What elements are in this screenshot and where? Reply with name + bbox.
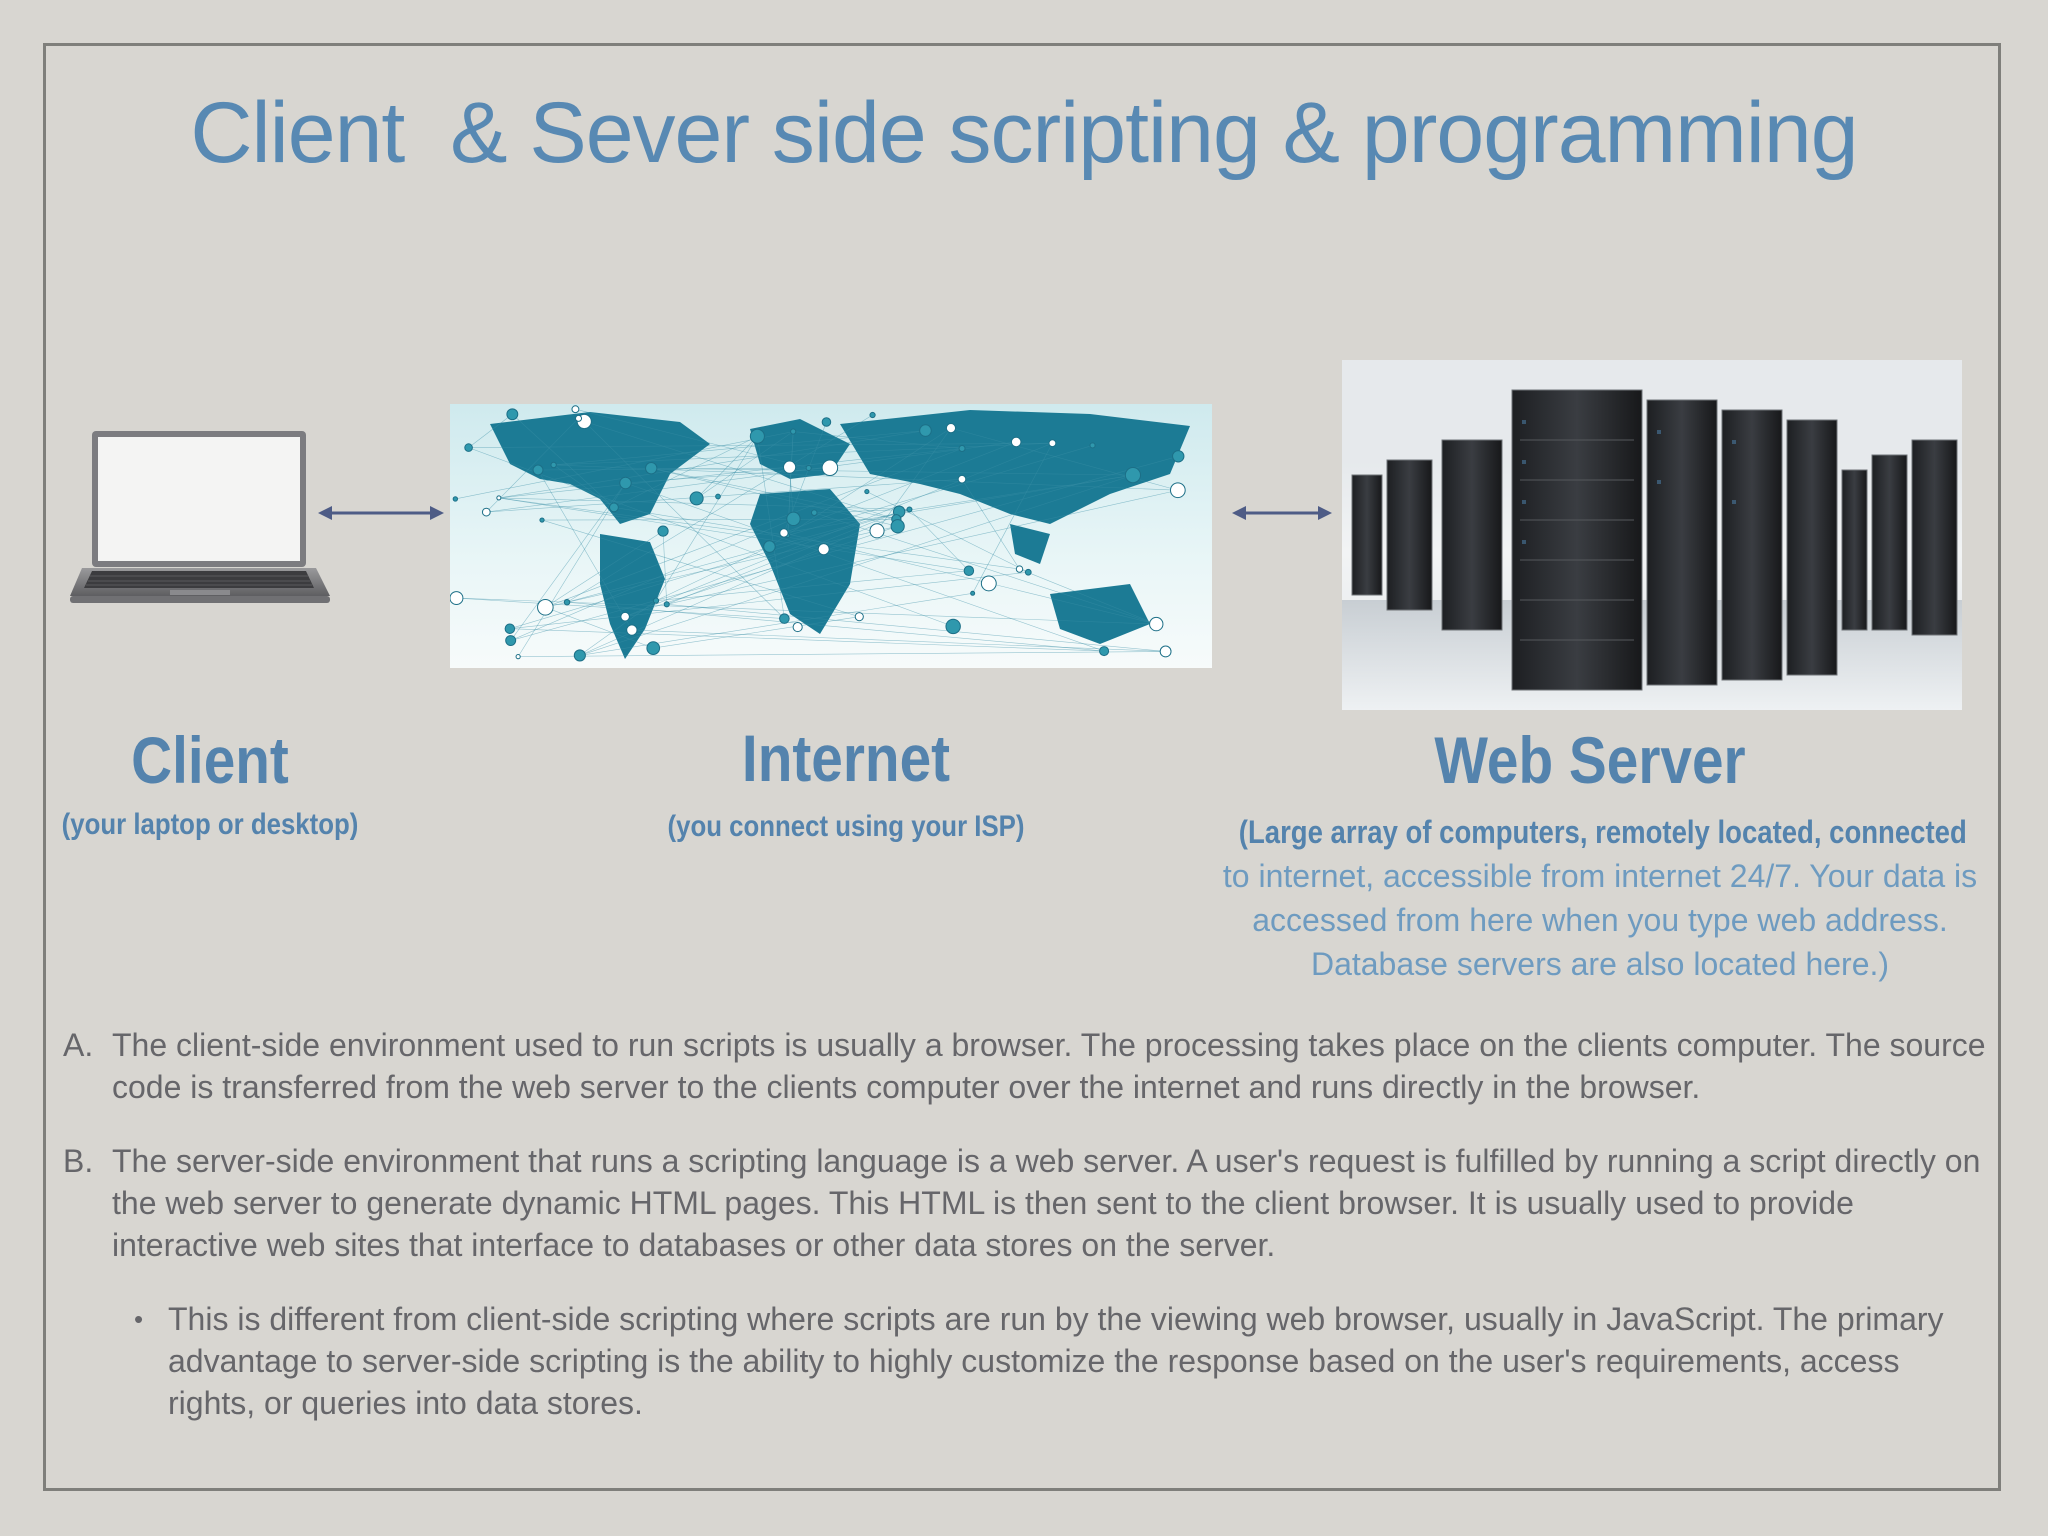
list-item: A. The client-side environment used to r… [60, 1024, 1990, 1108]
network-node [465, 444, 473, 452]
network-node [783, 461, 795, 473]
internet-heading: Internet [674, 720, 1018, 796]
network-node [564, 599, 569, 604]
client-internet-arrow [318, 503, 444, 523]
network-node [610, 503, 619, 512]
network-node [574, 650, 585, 661]
network-node [1011, 437, 1021, 447]
network-node [822, 460, 838, 476]
network-node [1125, 468, 1140, 483]
network-node [981, 576, 996, 591]
list-item-text: The server-side environment that runs a … [112, 1143, 1980, 1263]
network-node [946, 619, 960, 633]
network-node [1100, 647, 1109, 656]
network-node [647, 642, 660, 655]
network-node [507, 409, 518, 420]
network-node [653, 598, 658, 603]
network-node [958, 475, 966, 483]
slide-title: Client & Sever side scripting & programm… [0, 84, 2048, 183]
network-link [909, 509, 968, 570]
network-node [1049, 440, 1056, 447]
network-node [964, 566, 974, 576]
network-node [516, 655, 520, 659]
client-heading: Client [81, 722, 339, 798]
network-node [920, 425, 932, 437]
internet-server-arrow [1232, 503, 1332, 523]
internet-world-map [450, 404, 1212, 668]
network-node [870, 524, 884, 538]
network-node [716, 494, 721, 499]
network-node [1160, 646, 1171, 657]
server-room-image [1342, 360, 1962, 710]
network-link [814, 513, 1156, 624]
network-node [787, 512, 800, 525]
network-node [907, 507, 912, 512]
bullet-item-text: This is different from client-side scrip… [168, 1301, 1944, 1421]
network-node [1016, 566, 1022, 572]
network-node [1150, 617, 1163, 630]
client-subheading: (your laptop or desktop) [47, 808, 374, 842]
network-node [572, 406, 579, 413]
network-node [870, 412, 875, 417]
network-node [1090, 443, 1095, 448]
network-node [750, 429, 764, 443]
network-node [482, 508, 490, 516]
network-node [855, 613, 863, 621]
explanation-list: A. The client-side environment used to r… [60, 1024, 1990, 1424]
network-node [959, 445, 965, 451]
network-node [627, 625, 637, 635]
web-server-description-line: accessed from here when you type web add… [1180, 898, 2020, 942]
network-node [780, 614, 790, 624]
list-item-text: The client-side environment used to run … [112, 1027, 1986, 1105]
network-node [1173, 451, 1184, 462]
web-server-description-line: Database servers are also located here.) [1180, 942, 2020, 986]
list-marker: A. [63, 1024, 93, 1066]
network-node [506, 636, 516, 646]
network-node [646, 462, 657, 473]
network-node [538, 600, 554, 616]
list-item: B. The server-side environment that runs… [60, 1140, 1990, 1266]
world-map-icon [450, 404, 1212, 668]
network-node [806, 465, 811, 470]
network-node [505, 624, 515, 634]
bullet-item: • This is different from client-side scr… [60, 1298, 1990, 1424]
network-node [1171, 483, 1186, 498]
web-server-description-bold: (Large array of computers, remotely loca… [1239, 810, 1961, 854]
web-server-heading: Web Server [1375, 722, 1805, 798]
web-server-description: (Large array of computers, remotely loca… [1180, 810, 2020, 986]
network-link [486, 479, 962, 512]
network-node [690, 492, 703, 505]
network-node [822, 418, 831, 427]
internet-subheading: (you connect using your ISP) [631, 810, 1061, 844]
network-node [818, 544, 829, 555]
network-node [780, 529, 788, 537]
network-node [551, 462, 556, 467]
network-node [533, 465, 543, 475]
network-link [510, 629, 1104, 651]
network-node [664, 602, 669, 607]
network-node [1025, 569, 1031, 575]
bullet-marker: • [134, 1298, 143, 1340]
network-node [453, 497, 457, 501]
network-node [865, 490, 869, 494]
laptop-icon [68, 428, 332, 606]
network-link [518, 651, 1165, 656]
network-node [658, 526, 668, 536]
network-node [620, 477, 631, 488]
server-rack-icon [1342, 360, 1962, 710]
network-node [946, 424, 955, 433]
network-node [811, 510, 817, 516]
list-marker: B. [63, 1140, 93, 1182]
network-node [971, 591, 975, 595]
network-node [497, 496, 501, 500]
network-node [540, 518, 544, 522]
network-node [891, 520, 904, 533]
network-node [621, 612, 630, 621]
network-node [791, 429, 796, 434]
network-node [793, 623, 802, 632]
network-node [764, 541, 776, 553]
network-node [450, 592, 463, 605]
network-node [576, 415, 582, 421]
web-server-description-line: to internet, accessible from internet 24… [1180, 854, 2020, 898]
